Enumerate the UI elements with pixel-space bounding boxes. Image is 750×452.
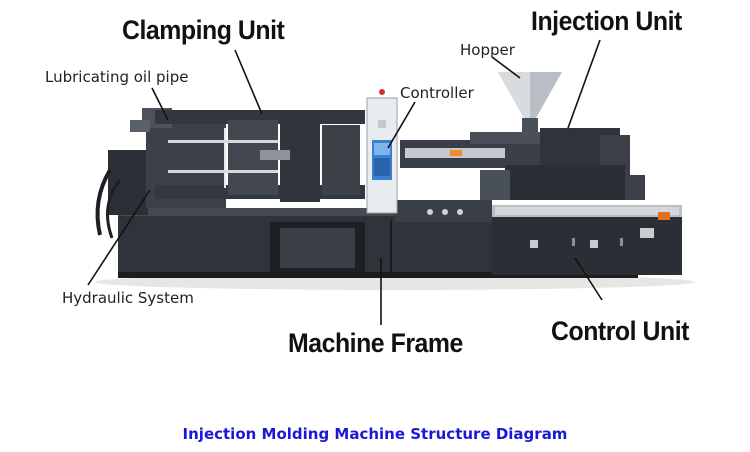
label-injection-unit: Injection Unit <box>531 6 682 36</box>
label-clamping-unit: Clamping Unit <box>122 15 285 45</box>
label-hopper: Hopper <box>460 41 515 59</box>
diagram-caption: Injection Molding Machine Structure Diag… <box>182 425 568 443</box>
controller-panel <box>366 89 398 214</box>
clamping-unit-body <box>95 108 365 239</box>
platform <box>395 200 492 222</box>
label-control-unit: Control Unit <box>551 316 689 346</box>
label-controller: Controller <box>400 84 474 102</box>
label-machine-frame: Machine Frame <box>288 328 463 358</box>
injection-unit-body <box>400 72 645 200</box>
label-lubricating-oil-pipe: Lubricating oil pipe <box>45 68 189 86</box>
label-hydraulic-system: Hydraulic System <box>62 289 194 307</box>
control-unit-cabinet <box>492 205 682 275</box>
leader-lines <box>87 39 603 325</box>
